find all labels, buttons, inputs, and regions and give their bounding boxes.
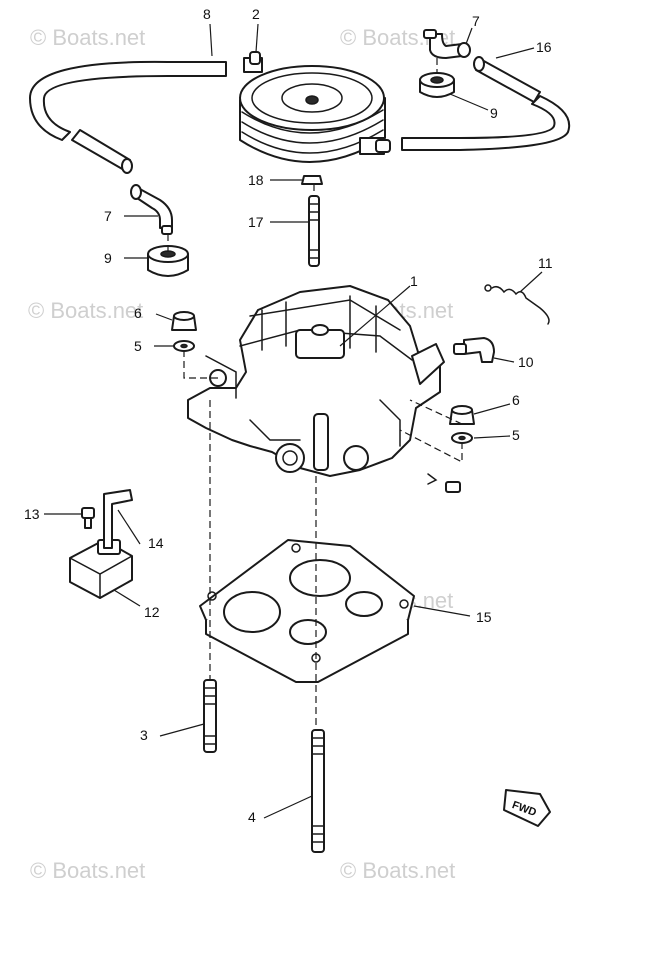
callout-10: 10 (518, 354, 534, 370)
stud-3 (203, 679, 217, 753)
callout-18: 18 (248, 172, 264, 188)
grommet-left (147, 245, 189, 277)
nut-6-right (449, 405, 475, 425)
callout-1: 1 (410, 273, 418, 289)
washer-5-left (173, 340, 195, 352)
callout-9-right: 9 (490, 105, 498, 121)
callout-15: 15 (476, 609, 492, 625)
watermark-top-left: © Boats.net (30, 25, 145, 50)
grommet-right (419, 72, 455, 98)
callout-labels: 8 2 7 16 9 18 17 7 9 1 11 6 5 10 6 5 13 … (24, 6, 553, 825)
choke-screw (427, 473, 461, 493)
callout-11: 11 (538, 255, 553, 271)
washer-5-right (451, 432, 473, 444)
spring-11 (484, 284, 550, 325)
callout-5-right: 5 (512, 427, 520, 443)
nut-18 (301, 175, 323, 185)
hose-left (29, 60, 227, 174)
watermark-bottom-right: © Boats.net (340, 858, 455, 883)
callout-13: 13 (24, 506, 40, 522)
watermark-bottom-left: © Boats.net (30, 858, 145, 883)
spacer-plate-15 (199, 539, 415, 683)
fitting-10 (453, 337, 495, 363)
fwd-direction-badge: FWD (503, 789, 551, 827)
callout-12: 12 (144, 604, 160, 620)
hose-right (401, 56, 571, 151)
alignment-lines (167, 58, 463, 730)
callout-14: 14 (148, 535, 164, 551)
callout-6-left: 6 (134, 305, 142, 321)
callout-4: 4 (248, 809, 256, 825)
callout-16: 16 (536, 39, 552, 55)
callout-7-top: 7 (472, 13, 480, 29)
leader-lines (44, 23, 543, 819)
stud-4 (311, 729, 325, 853)
callout-5-left: 5 (134, 338, 142, 354)
elbow-fitting-right (423, 29, 471, 59)
watermark-mid-left: © Boats.net (28, 298, 143, 323)
callout-17: 17 (248, 214, 264, 230)
flame-arrester (239, 51, 391, 163)
callout-9-left: 9 (104, 250, 112, 266)
bracket-14 (103, 489, 133, 549)
callout-8: 8 (203, 6, 211, 22)
carburetor (187, 285, 445, 477)
callout-3: 3 (140, 727, 148, 743)
nut-6-left (171, 311, 197, 331)
callout-7-left: 7 (104, 208, 112, 224)
screw-13 (81, 507, 95, 529)
callout-6-right: 6 (512, 392, 520, 408)
stud-17 (308, 195, 320, 267)
callout-2: 2 (252, 6, 260, 22)
choke-solenoid-12 (69, 539, 133, 599)
elbow-fitting-left (130, 184, 173, 235)
